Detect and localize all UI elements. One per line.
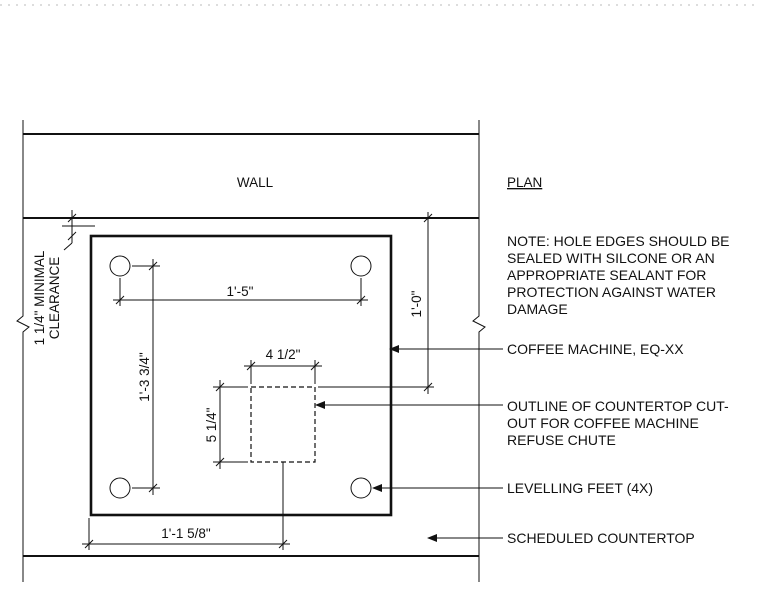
levelling-foot-top-right: [350, 255, 372, 277]
dim-feet-spacing-y-label: 1'-3 3/4": [137, 352, 152, 402]
coffee-machine-outline: [89, 234, 393, 517]
dim-feet-spacing-x-label: 1'-5": [227, 284, 254, 299]
dim-clearance: [62, 210, 95, 251]
levelling-foot-bottom-right: [350, 477, 372, 499]
levelling-foot-bottom-left: [109, 477, 131, 499]
left-break-line: [16, 120, 30, 582]
dim-cutout-offset-x: [82, 462, 290, 550]
levelling-foot-top-left: [109, 255, 131, 277]
dim-clearance-label-line2: CLEARANCE: [47, 257, 62, 340]
note-line-5: DAMAGE: [507, 301, 568, 317]
dim-cutout-offset-x-label: 1'-1 5/8": [161, 526, 211, 541]
wall-label: WALL: [237, 175, 274, 190]
dim-cutout-width: [244, 360, 322, 384]
cutout-label-line3: REFUSE CHUTE: [507, 432, 616, 448]
plan-title: PLAN: [507, 175, 542, 190]
dim-feet-spacing-x: [113, 278, 368, 306]
note-line-2: SEALED WITH SILCONE OR AN: [507, 250, 715, 266]
countertop-label: SCHEDULED COUNTERTOP: [507, 530, 695, 546]
note-line-4: PROTECTION AGAINST WATER: [507, 284, 716, 300]
dim-feet-spacing-y: [132, 259, 160, 495]
dim-cutout-offset-y-label: 1'-0": [409, 290, 424, 317]
levelling-feet-label: LEVELLING FEET (4X): [507, 480, 653, 496]
dim-cutout-width-label: 4 1/2": [266, 347, 301, 362]
dim-cutout-height: [213, 380, 248, 469]
dim-cutout-height-label: 5 1/4": [204, 407, 219, 442]
dim-cutout-offset-y: [318, 212, 434, 394]
dim-clearance-label-line1: 1 1/4" MINIMAL: [32, 250, 47, 345]
note-line-1: NOTE: HOLE EDGES SHOULD BE: [507, 233, 730, 249]
countertop-cutout-outline: [250, 386, 316, 463]
coffee-machine-label: COFFEE MACHINE, EQ-XX: [507, 341, 684, 357]
cutout-label-line1: OUTLINE OF COUNTERTOP CUT-: [507, 398, 729, 414]
note-line-3: APPROPRIATE SEALANT FOR: [507, 267, 706, 283]
right-break-line: [472, 120, 486, 582]
cutout-label-line2: OUT FOR COFFEE MACHINE: [507, 415, 699, 431]
